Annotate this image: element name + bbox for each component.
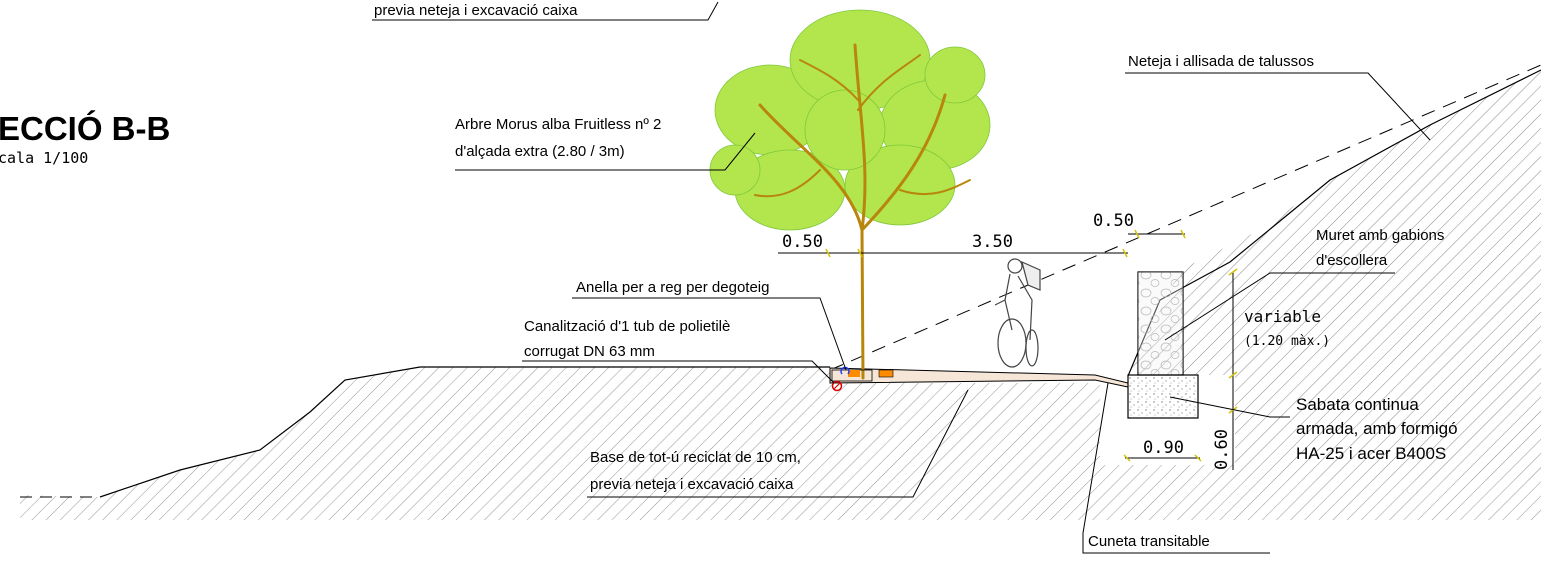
pipe-label-line2: corrugat DN 63 mm	[524, 343, 655, 360]
dim-right-margin: 0.50	[1093, 211, 1134, 231]
section-title-text: ECCIÓ B-B	[0, 110, 170, 147]
ring-leader	[572, 297, 847, 371]
dim-footing-width: 0.90	[1143, 438, 1184, 458]
dim-footing-depth: 0.60	[1212, 429, 1232, 470]
base-leader	[587, 389, 969, 498]
ring-label: Anella per a reg per degoteig	[572, 279, 847, 371]
ditch-label-text: Cuneta transitable	[1088, 533, 1210, 550]
dim-wall-height: variable	[1244, 307, 1321, 326]
wall-label-line1: Muret amb gabions	[1316, 227, 1444, 244]
ground-profile-left	[99, 366, 830, 498]
width-dimensions: 0.50 3.50 0.50	[778, 211, 1186, 258]
section-title: ECCIÓ B-B cala 1/100	[0, 110, 170, 167]
base-label: Base de tot-ú reciclat de 10 cm, previa …	[587, 389, 969, 498]
pipe-ring	[831, 380, 843, 392]
dim-wall-height-max: (1.20 màx.)	[1244, 334, 1330, 349]
tree-illustration	[709, 9, 991, 380]
ditch-leader	[1082, 382, 1270, 554]
base-label-line1: Base de tot-ú reciclat de 10 cm,	[590, 449, 801, 466]
ground-left	[20, 366, 1541, 520]
pipe-label: Canalització d'1 tub de polietilè corrug…	[522, 318, 835, 384]
top-cut-label: previa neteja i excavació caixa	[372, 1, 719, 21]
slope-label-text: Neteja i allisada de talussos	[1128, 53, 1314, 70]
tree-label-line2: d'alçada extra (2.80 / 3m)	[455, 143, 625, 160]
base-label-line2: previa neteja i excavació caixa	[590, 476, 794, 493]
tree-label-line1: Arbre Morus alba Fruitless nº 2	[455, 116, 661, 133]
terrain-line-dashed	[829, 64, 1541, 371]
footing-label-line1: Sabata continua	[1296, 395, 1419, 414]
dim-path-width: 3.50	[972, 232, 1013, 252]
scale-text: cala 1/100	[0, 149, 88, 167]
pipe-leader	[522, 360, 835, 384]
wall-label-line2: d'escollera	[1316, 252, 1388, 269]
top-cut-text: previa neteja i excavació caixa	[374, 2, 578, 19]
wall-label: Muret amb gabions d'escollera	[1164, 227, 1444, 341]
slope-label: Neteja i allisada de talussos	[1125, 53, 1431, 141]
concrete-footing	[1127, 374, 1199, 419]
irrigation-items	[831, 366, 894, 392]
tree-label: Arbre Morus alba Fruitless nº 2 d'alçada…	[455, 116, 756, 171]
tree-leader	[455, 132, 756, 171]
pipe-label-line1: Canalització d'1 tub de polietilè	[524, 318, 730, 335]
ditch-label: Cuneta transitable	[1082, 382, 1270, 554]
footing-label-line3: HA-25 i acer B400S	[1296, 444, 1446, 463]
top-cut-leader	[372, 1, 719, 21]
height-dimensions: variable (1.20 màx.) 0.60 0.90	[1123, 268, 1330, 470]
drip-emitter	[848, 370, 860, 377]
footing-leader	[1169, 396, 1290, 418]
cyclist-illustration	[994, 258, 1041, 368]
footing-label-line2: armada, amb formigó	[1296, 419, 1458, 438]
footing-label: Sabata continua armada, amb formigó HA-2…	[1169, 395, 1458, 463]
ring-label-text: Anella per a reg per degoteig	[576, 279, 769, 296]
dim-left-margin: 0.50	[782, 232, 823, 252]
slope-leader	[1125, 72, 1431, 141]
wall-leader	[1164, 272, 1395, 341]
